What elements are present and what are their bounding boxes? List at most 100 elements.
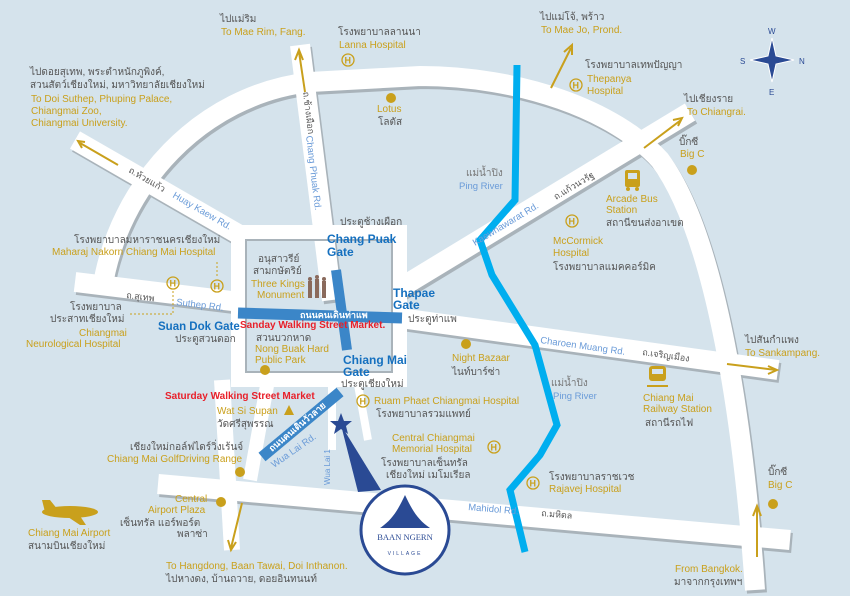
chiang-mai-gate-label-2: Gate [343,365,370,379]
location-pointer [341,425,381,492]
ping-river-label-2: Ping River [553,391,597,402]
hospital-icon: H [341,53,355,67]
hospital-icon: H [166,276,180,290]
thapae-gate-label-2: Gate [393,298,420,312]
svg-text:H: H [360,397,367,407]
arrow-doi-suthep-icon [76,139,119,166]
night-bazaar-marker [461,339,471,349]
wua-lai-walking-street [258,387,344,462]
to-sankampang-thai: ไปสันกำแพง [744,334,799,346]
charoen-muang-road [398,308,780,380]
logo-circle [359,484,451,576]
from-bangkok-label: From Bangkok. [675,564,743,575]
airplane-icon [42,500,98,525]
big-c-south-thai: บิ๊กซี [768,464,787,478]
doi-suthep-label: To Doi Suthep, Phuping Palace, [31,94,172,105]
compass-s: S [740,57,745,66]
maharaj-hospital-label: Maharaj Nakorn Chiang Mai Hospital [52,247,215,258]
logo-roof-icon [380,495,430,528]
svg-text:H: H [573,81,580,91]
chiangmai-university-label: Chiangmai University. [31,118,128,129]
to-hangdong-thai: ไปหางดง, บ้านถวาย, ดอยอินทนนท์ [165,573,317,585]
park-label-2: Public Park [255,355,307,366]
chiang-mai-gate-label: Chiang Mai [343,353,407,367]
thepanya-hospital-label: Thepanya [587,74,632,85]
chiangmai-zoo-label: Chiangmai Zoo, [31,106,102,117]
suan-dok-gate-thai: ประตูสวนดอก [175,334,236,345]
mccormick-hospital-thai: โรงพยาบาลแมคคอร์มิค [553,260,656,273]
arcade-bus-station-label: Arcade Bus [606,194,658,205]
suthep-road [73,272,242,312]
hospital-icon: H [569,78,583,92]
train-icon [647,366,668,387]
thepanya-hospital-thai: โรงพยาบาลเทพปัญญา [585,58,682,71]
moat-inner-edge [245,239,393,373]
from-bangkok-thai: มาจากกรุงเทพฯ [674,577,742,588]
south-road [243,378,275,482]
compass-rose: W S N E [740,27,805,97]
temple-icon [284,405,294,415]
mahidol-road [157,474,791,550]
thepanya-hospital-label-2: Hospital [587,86,623,97]
kaewnawarat-road [394,103,696,297]
arcade-bus-station-label-2: Station [606,205,637,216]
airport-plaza-label-2: Airport Plaza [148,505,206,516]
airport-plaza-thai-2: พลาซ่า [177,529,208,540]
mahidol-road-label: Mahidol Rd. [468,502,519,517]
to-mae-rim-label: To Mae Rim, Fang. [221,27,305,38]
logo-name: BAAN NGERN [377,532,433,542]
big-c-south-label: Big C [768,480,792,491]
neuro-hospital-thai-2: ประสาทเชียงใหม่ [50,313,124,325]
neuro-hospital-thai-1: โรงพยาบาล [70,300,122,313]
to-sankampang-label: To Sankampang. [745,348,820,359]
railway-station-thai: สถานีรถไฟ [645,417,693,429]
logo-sub: VILLAGE [388,551,423,557]
hospital-icon: H [356,394,370,408]
mccormick-hospital-label-2: Hospital [553,248,589,259]
lotus-marker [386,93,396,103]
to-chiangrai-thai: ไปเชียงราย [683,93,733,105]
park-marker [260,365,270,375]
wat-si-supan-thai: วัดศรีสุพรรณ [217,418,274,430]
svg-text:H: H [214,282,221,292]
svg-text:H: H [491,443,498,453]
big-c-north-label: Big C [680,149,704,160]
arrow-mae-jo-icon [550,42,573,89]
thapae-gate-label: Thapae [393,286,435,300]
arrow-chiangrai-icon [643,116,684,149]
airport-plaza-marker [216,497,226,507]
maharaj-hospital-thai: โรงพยาบาลมหาราชนครเชียงใหม่ [74,233,220,246]
ruam-phaet-hospital-label: Ruam Phaet Chiangmai Hospital [374,396,519,407]
lotus-label: Lotus [377,104,401,115]
ping-river-thai-2: แม่น้ำปิง [551,375,588,389]
arrow-sankampang-icon [726,363,780,375]
to-hangdong-label: To Hangdong, Baan Tawai, Doi Inthanon. [166,561,348,572]
suthep-road-thai-label: ถ.สุเทพ [126,290,156,304]
big-c-south-marker [768,499,778,509]
arcade-bus-station-thai: สถานีขนส่งอาเขต [606,217,684,229]
thapae-walking-street [237,307,403,324]
lanna-hospital-thai: โรงพยาบาลลานนา [338,25,421,38]
bus-icon [625,170,640,191]
park-label: Nong Buak Hard [255,344,329,355]
three-kings-label-2: Monument [257,290,304,301]
airport-plaza-thai-1: เซ็นทรัล แอร์พอร์ต [120,515,200,529]
ping-river [476,64,561,553]
mccormick-hospital-label: McCormick [553,236,604,247]
chiang-mai-gate-thai: ประตูเชียงใหม่ [341,378,404,390]
ping-river-thai: แม่น้ำปิง [466,165,503,179]
arrow-north-icon [294,47,306,93]
railway-station-label: Chiang Mai [643,393,694,404]
doi-suthep-thai-2: สวนสัตว์เชียงใหม่, มหาวิทยาลัยเชียงใหม่ [30,79,205,91]
old-city-moat [231,225,407,387]
golf-range-label: Chiang Mai GolfDriving Range [107,454,243,465]
big-c-north-thai: บิ๊กซี [679,134,698,148]
poi-labels: ไปแม่ริม To Mae Rim, Fang. ไปดอยสุเทพ, พ… [26,10,820,588]
three-kings-monument-icon [308,275,326,298]
star-icon [330,413,352,434]
chang-puak-gate-thai: ประตูช้างเผือก [340,216,402,228]
baan-ngern-village-marker[interactable]: BAAN NGERN VILLAGE [330,413,451,576]
to-mae-jo-label: To Mae Jo, Prond. [541,25,622,36]
golf-range-thai: เชียงใหม่กอล์ฟไดร์วิ่งเร้นจ์ [130,439,243,453]
